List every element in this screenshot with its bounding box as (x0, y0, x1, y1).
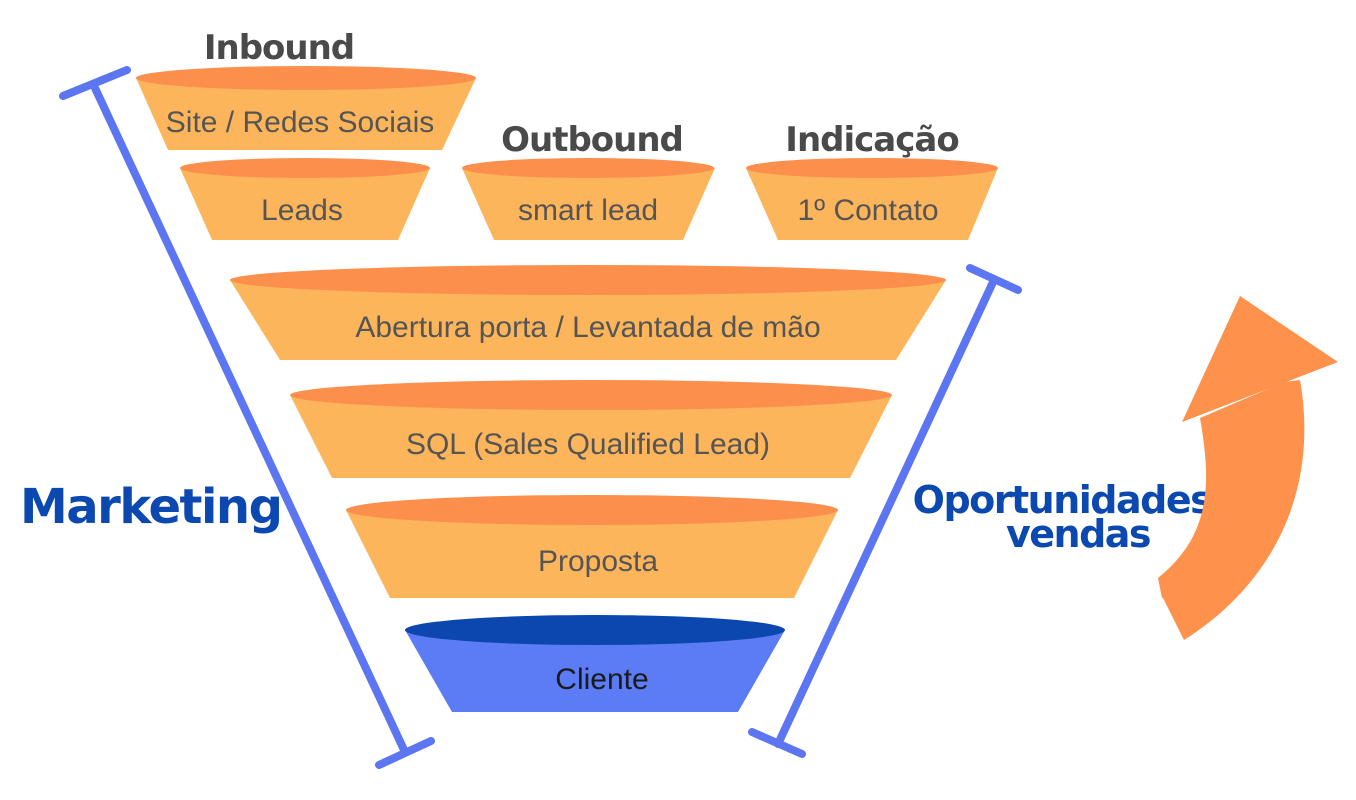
stage-sql-rim (290, 380, 892, 410)
stage-contato-rim (746, 158, 998, 178)
stage-cliente-rim (405, 615, 785, 645)
stage-smart-lead-rim (462, 158, 714, 178)
stage-proposta-body (346, 510, 838, 598)
channel-outbound-heading: Outbound (501, 120, 683, 160)
marketing-bracket-bottom-cap (375, 737, 435, 769)
marketing-bracket (59, 66, 435, 769)
oportunidades-bracket-line (774, 276, 998, 748)
oportunidades-bracket (748, 264, 1022, 758)
stage-leads-rim (180, 158, 430, 178)
stage-contato: 1º Contato (746, 158, 998, 240)
stage-leads-body (180, 168, 430, 240)
growth-arrow-icon (1158, 296, 1338, 640)
stage-site: Site / Redes Sociais (136, 66, 476, 150)
stage-sql-body (290, 395, 892, 478)
stage-abertura-rim (230, 265, 946, 295)
marketing-label: Marketing (20, 479, 281, 535)
stage-sql: SQL (Sales Qualified Lead) (290, 380, 892, 478)
stage-proposta: Proposta (346, 495, 838, 598)
channel-inbound-heading: Inbound (204, 28, 354, 68)
stage-smart-lead-body (462, 168, 715, 240)
stage-contato-body (746, 168, 998, 240)
stage-sql-label: SQL (Sales Qualified Lead) (406, 428, 770, 461)
oportunidades-label-line2: vendas (1006, 512, 1150, 556)
stage-abertura-label: Abertura porta / Levantada de mão (355, 311, 820, 344)
stage-abertura: Abertura porta / Levantada de mão (230, 265, 946, 360)
stage-leads: Leads (180, 158, 430, 240)
stage-smart-lead: smart lead (462, 158, 715, 240)
stage-cliente: Cliente (405, 615, 785, 712)
marketing-bracket-line (91, 84, 409, 756)
stage-contato-label: 1º Contato (797, 194, 938, 227)
stage-smart-lead-label: smart lead (518, 194, 658, 227)
channel-indicacao-heading: Indicação (785, 120, 958, 160)
oportunidades-label-line1: Oportunidades / (913, 478, 1237, 522)
stage-leads-label: Leads (261, 194, 343, 227)
oportunidades-bracket-bottom-cap (748, 728, 806, 758)
stage-cliente-body (405, 630, 785, 712)
stage-proposta-rim (346, 495, 838, 525)
oportunidades-bracket-top-cap (966, 264, 1022, 294)
stage-site-body (136, 78, 476, 150)
growth-arrow-shaft (1158, 382, 1287, 598)
stage-site-rim (136, 66, 476, 90)
stage-site-label: Site / Redes Sociais (166, 106, 434, 139)
growth-arrow-head (1182, 296, 1338, 422)
marketing-bracket-top-cap (59, 66, 131, 100)
stage-abertura-body (230, 280, 946, 360)
growth-arrow-tail (1162, 380, 1305, 640)
stage-proposta-label: Proposta (538, 545, 658, 578)
stage-cliente-label: Cliente (555, 663, 648, 696)
